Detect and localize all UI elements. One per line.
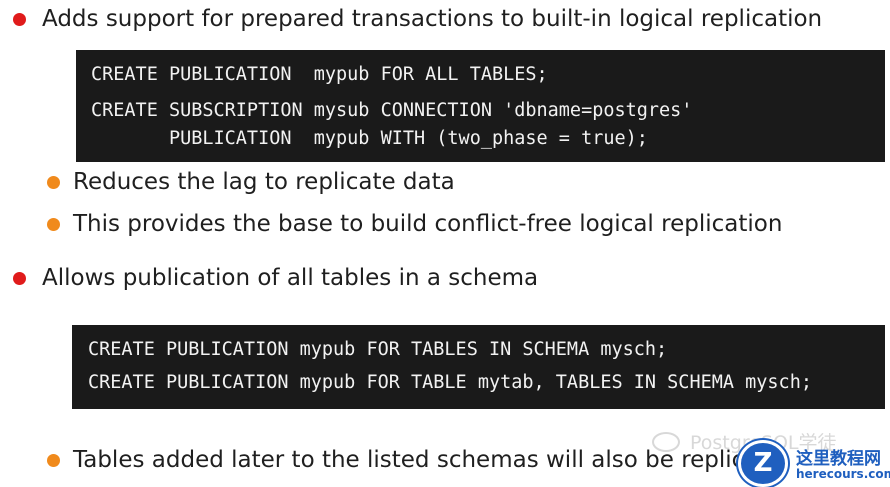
- sub-bullet-reduces-lag: Reduces the lag to replicate data: [73, 169, 455, 195]
- bullet-dot-icon: [13, 272, 26, 285]
- logo-z-icon: Z: [738, 440, 788, 487]
- sub-bullet-dot-icon: [47, 454, 60, 467]
- code-line: CREATE SUBSCRIPTION mysub CONNECTION 'db…: [91, 100, 693, 121]
- code-line: CREATE PUBLICATION mypub FOR TABLES IN S…: [88, 339, 668, 360]
- sub-bullet-dot-icon: [47, 218, 60, 231]
- wechat-icon: [652, 432, 680, 452]
- logo-url: herecours.com: [796, 467, 890, 481]
- site-logo: Z 这里教程网 herecours.com: [738, 440, 890, 487]
- code-block-subscription: CREATE PUBLICATION mypub FOR ALL TABLES;…: [76, 50, 885, 162]
- code-line: PUBLICATION mypub WITH (two_phase = true…: [91, 128, 648, 149]
- sub-bullet-conflict-free: This provides the base to build conflict…: [73, 211, 783, 237]
- bullet-publication-schema: Allows publication of all tables in a sc…: [42, 265, 539, 291]
- logo-title: 这里教程网: [796, 449, 881, 469]
- bullet-dot-icon: [13, 13, 26, 26]
- bullet-prepared-transactions: Adds support for prepared transactions t…: [42, 6, 823, 32]
- sub-bullet-dot-icon: [47, 176, 60, 189]
- code-block-publication: CREATE PUBLICATION mypub FOR TABLES IN S…: [72, 325, 885, 409]
- code-line: CREATE PUBLICATION mypub FOR ALL TABLES;: [91, 64, 548, 85]
- code-line: CREATE PUBLICATION mypub FOR TABLE mytab…: [88, 372, 812, 393]
- sub-bullet-tables-added-later: Tables added later to the listed schemas…: [73, 447, 745, 473]
